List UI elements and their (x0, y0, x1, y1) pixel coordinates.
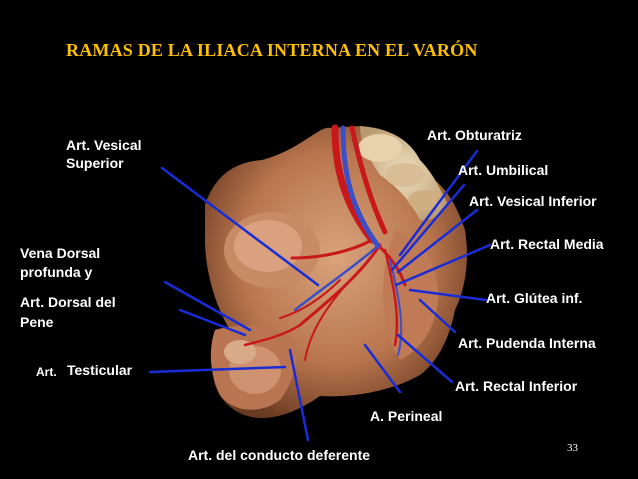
label-rectal-inferior: Art. Rectal Inferior (455, 378, 578, 394)
label-rectal-media: Art. Rectal Media (490, 236, 604, 252)
label-pudenda-interna: Art. Pudenda Interna (458, 335, 596, 351)
label-obturatriz: Art. Obturatriz (427, 127, 522, 143)
label-conducto-deferente: Art. del conducto deferente (188, 447, 371, 463)
label-vena-dorsal-line3: Art. Dorsal del (20, 294, 116, 310)
label-vesical-superior-line2: Superior (66, 155, 124, 171)
label-perineal: A. Perineal (370, 408, 443, 424)
page-number: 33 (567, 442, 578, 454)
label-vesical-superior-line1: Art. Vesical (66, 137, 142, 153)
label-vena-dorsal-line1: Vena Dorsal (20, 245, 101, 261)
label-umbilical: Art. Umbilical (458, 162, 549, 178)
label-vena-dorsal-line2: profunda y (20, 264, 93, 280)
slide-title: RAMAS DE LA ILIACA INTERNA EN EL VARÓN (66, 40, 478, 60)
label-vena-dorsal-line4: Pene (20, 314, 54, 330)
label-testicular: Testicular (67, 362, 133, 378)
label-glutea-inf: Art. Glútea inf. (486, 290, 583, 306)
leader-lines (148, 149, 492, 442)
label-vesical-inferior: Art. Vesical Inferior (469, 193, 597, 209)
label-testicular-prefix: Art. (36, 365, 57, 379)
